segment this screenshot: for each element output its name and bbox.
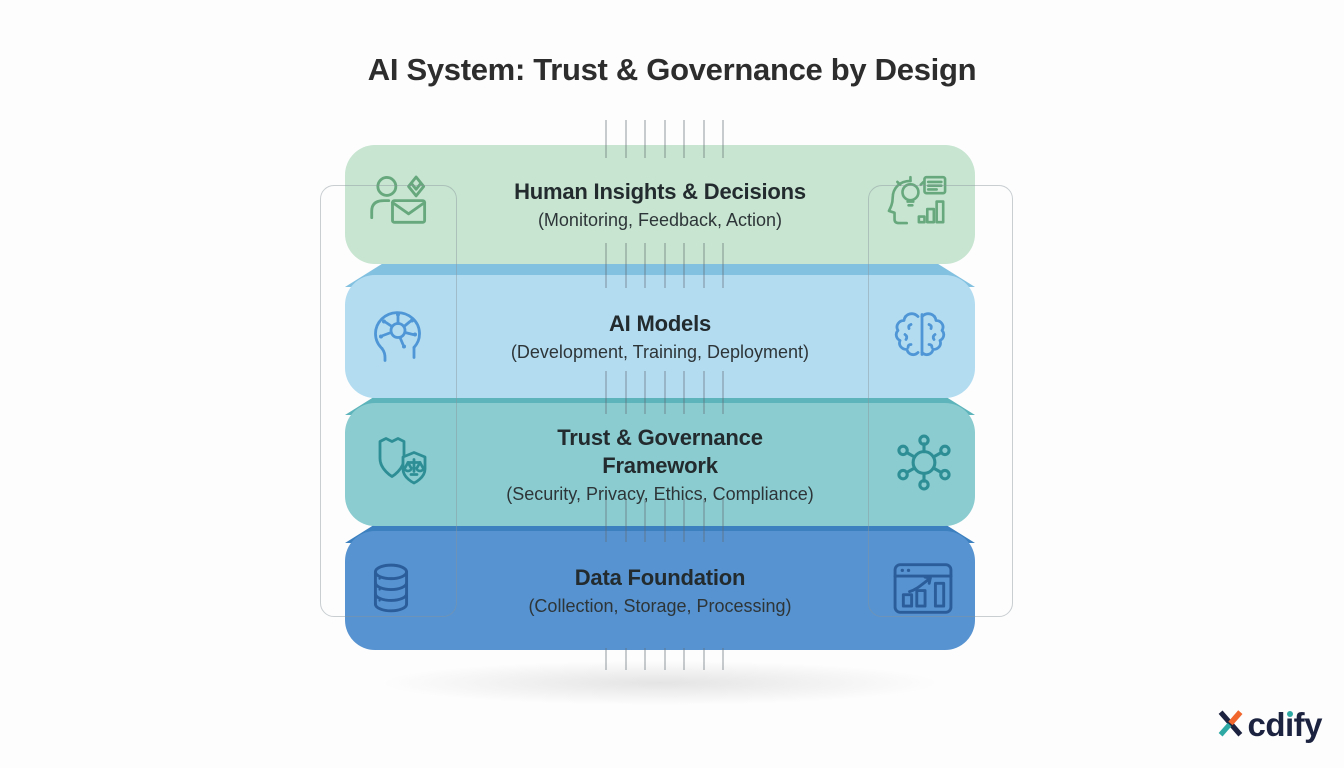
connector-line bbox=[722, 120, 724, 158]
layer-title: Data Foundation bbox=[574, 564, 746, 590]
layer-title: Human Insights & Decisions bbox=[514, 178, 806, 204]
connector-line bbox=[702, 120, 705, 158]
connector-line bbox=[702, 371, 705, 414]
connector-line bbox=[663, 499, 666, 542]
connector-line bbox=[702, 243, 705, 288]
connector-line bbox=[683, 648, 685, 670]
shield-scales-icon bbox=[367, 432, 433, 497]
layer-subtitle: (Collection, Storage, Processing) bbox=[528, 596, 792, 617]
logo-x-icon bbox=[1214, 706, 1246, 744]
user-message-icon bbox=[367, 173, 435, 236]
layer-title: Trust & Governance Framework bbox=[557, 424, 763, 478]
layer-title: AI Models bbox=[608, 310, 712, 336]
brain-icon bbox=[889, 306, 953, 367]
connector-line bbox=[663, 648, 666, 670]
connector-line bbox=[605, 499, 607, 542]
connector-line bbox=[722, 371, 724, 414]
connector-line bbox=[663, 120, 666, 158]
connector-line bbox=[624, 371, 627, 414]
connector-line bbox=[722, 648, 724, 670]
connector-line bbox=[683, 499, 685, 542]
connector-line bbox=[722, 499, 724, 542]
connector-line bbox=[702, 499, 705, 542]
connector-line bbox=[702, 648, 705, 670]
connector-line bbox=[722, 243, 724, 288]
layer-subtitle: (Monitoring, Feedback, Action) bbox=[537, 210, 783, 231]
layer-ai-models: AI Models (Development, Training, Deploy… bbox=[345, 275, 975, 398]
head-bulb-chart-icon bbox=[881, 173, 953, 236]
head-network-icon bbox=[367, 303, 429, 370]
layer-human-insights: Human Insights & Decisions (Monitoring, … bbox=[345, 145, 975, 264]
connector-line bbox=[663, 243, 666, 288]
network-hub-icon bbox=[895, 433, 953, 496]
layer-subtitle: (Security, Privacy, Ethics, Compliance) bbox=[506, 484, 814, 505]
connector-line bbox=[683, 371, 685, 414]
connector-line bbox=[624, 648, 627, 670]
connector-line bbox=[644, 648, 646, 670]
connector-line bbox=[624, 499, 627, 542]
page-title: AI System: Trust & Governance by Design bbox=[367, 52, 977, 87]
connector-line bbox=[605, 648, 607, 670]
ground-shadow bbox=[370, 660, 950, 706]
chart-window-icon bbox=[893, 562, 953, 619]
connector-line bbox=[605, 371, 607, 414]
connector-line bbox=[644, 371, 646, 414]
connector-line bbox=[663, 371, 666, 414]
logo-i-dot bbox=[1286, 711, 1293, 717]
layer-data-foundation: Data Foundation (Collection, Storage, Pr… bbox=[345, 531, 975, 650]
connector-line bbox=[683, 243, 685, 288]
connector-line bbox=[644, 120, 646, 158]
layer-governance: Trust & Governance Framework (Security, … bbox=[345, 403, 975, 526]
connector-line bbox=[683, 120, 685, 158]
connector-line bbox=[644, 499, 646, 542]
connector-line bbox=[605, 243, 607, 288]
database-icon bbox=[367, 561, 415, 620]
layer-subtitle: (Development, Training, Deployment) bbox=[510, 342, 810, 363]
connector-line bbox=[624, 243, 627, 288]
connector-line bbox=[624, 120, 627, 158]
connector-line bbox=[605, 120, 607, 158]
connector-line bbox=[644, 243, 646, 288]
